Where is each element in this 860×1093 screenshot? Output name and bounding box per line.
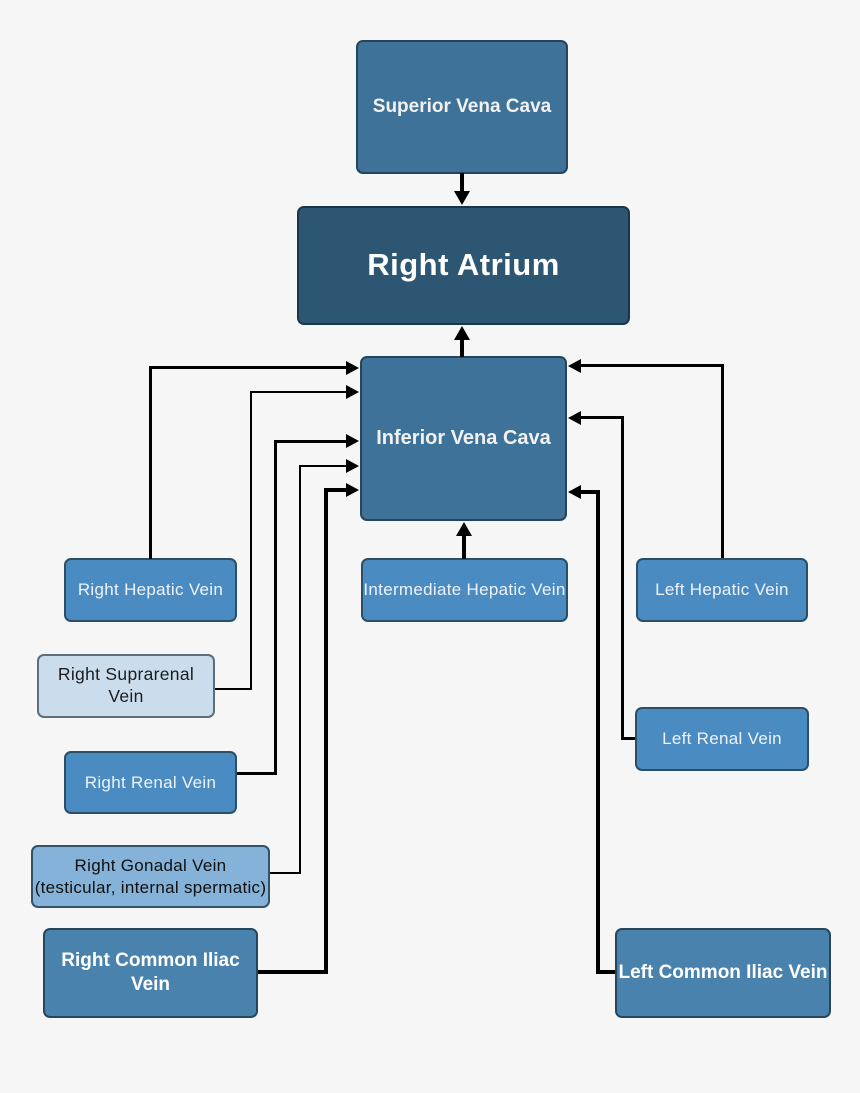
connector-right-renal-h1 <box>237 772 277 775</box>
connector-right-suprarenal-h2 <box>250 391 347 393</box>
arrowhead-left-icon <box>568 359 581 373</box>
connector-left-iliac-h2 <box>580 490 600 494</box>
connector-right-renal-h2 <box>274 440 347 443</box>
node-inferior-vena-cava: Inferior Vena Cava <box>360 356 567 521</box>
arrowhead-left-icon <box>568 411 581 425</box>
connector-right-iliac-h2 <box>324 488 347 492</box>
connector-left-renal-h1 <box>621 737 635 740</box>
node-right-gonadal-vein: Right Gonadal Vein (testicular, internal… <box>31 845 270 908</box>
connector-right-gonadal-h2 <box>299 465 347 467</box>
node-intermediate-hepatic-vein: Intermediate Hepatic Vein <box>361 558 568 622</box>
connector-right-suprarenal-h1 <box>215 688 252 690</box>
node-left-common-iliac-vein-label: Left Common Iliac Vein <box>618 962 828 984</box>
arrowhead-right-icon <box>346 385 359 399</box>
node-left-renal-vein: Left Renal Vein <box>635 707 809 771</box>
node-right-common-iliac-vein-label: Right Common Iliac Vein <box>61 950 240 995</box>
arrowhead-up-icon <box>454 326 470 340</box>
node-left-renal-vein-label: Left Renal Vein <box>662 729 782 749</box>
node-left-hepatic-vein-label: Left Hepatic Vein <box>655 580 789 600</box>
node-superior-vena-cava: Superior Vena Cava <box>356 40 568 174</box>
connector-right-renal-v <box>274 440 277 775</box>
connector-right-hepatic-h <box>149 366 347 369</box>
connector-left-hepatic-v <box>721 364 724 558</box>
arrowhead-right-icon <box>346 459 359 473</box>
connector-left-iliac-h1 <box>596 970 615 974</box>
connector-right-gonadal-v <box>299 465 301 874</box>
connector-right-iliac-h1 <box>258 970 328 974</box>
node-left-hepatic-vein: Left Hepatic Vein <box>636 558 808 622</box>
arrowhead-down-icon <box>454 191 470 205</box>
arrowhead-right-icon <box>346 483 359 497</box>
node-right-atrium: Right Atrium <box>297 206 630 325</box>
node-right-hepatic-vein-label: Right Hepatic Vein <box>77 580 224 600</box>
arrowhead-right-icon <box>346 434 359 448</box>
node-left-common-iliac-vein: Left Common Iliac Vein <box>615 928 831 1018</box>
node-right-renal-vein-label: Right Renal Vein <box>84 772 217 792</box>
node-superior-vena-cava-label: Superior Vena Cava <box>372 96 552 118</box>
connector-right-hepatic-v <box>149 366 152 559</box>
connector-left-renal-v <box>621 416 624 740</box>
node-right-gonadal-vein-label: Right Gonadal Vein <box>74 856 227 876</box>
connector-svc-to-atrium <box>460 173 464 193</box>
connector-right-suprarenal-v <box>250 391 252 690</box>
arrowhead-right-icon <box>346 361 359 375</box>
node-right-gonadal-vein-sublabel: (testicular, internal spermatic) <box>34 877 267 897</box>
node-right-suprarenal-vein: Right Suprarenal Vein <box>37 654 215 718</box>
node-right-hepatic-vein: Right Hepatic Vein <box>64 558 237 622</box>
node-right-suprarenal-vein-label: Right Suprarenal Vein <box>57 664 195 706</box>
connector-left-hepatic-h <box>580 364 724 367</box>
connector-right-gonadal-h1 <box>270 872 301 874</box>
node-right-renal-vein: Right Renal Vein <box>64 751 237 814</box>
node-right-common-iliac-vein: Right Common Iliac Vein <box>43 928 258 1018</box>
connector-left-renal-h2 <box>580 416 624 419</box>
connector-left-iliac-v <box>596 490 600 974</box>
arrowhead-left-icon <box>568 485 581 499</box>
connector-right-iliac-v <box>324 488 328 974</box>
connector-ivc-to-atrium <box>460 340 464 357</box>
node-inferior-vena-cava-label: Inferior Vena Cava <box>376 427 551 449</box>
arrowhead-up-icon <box>456 522 472 536</box>
connector-intermediate-hepatic-to-ivc <box>462 536 466 559</box>
node-right-atrium-label: Right Atrium <box>367 247 560 283</box>
node-intermediate-hepatic-vein-label: Intermediate Hepatic Vein <box>363 580 566 600</box>
